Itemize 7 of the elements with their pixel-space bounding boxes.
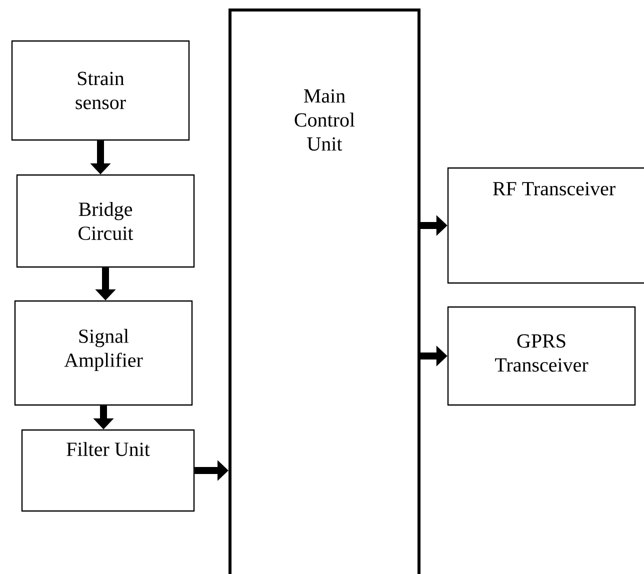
block-box: Filter Unit [21, 429, 195, 512]
block-box: Strain sensor [11, 40, 190, 141]
control-unit-box: Main Control Unit [228, 8, 420, 574]
block-box: RF Transceiver [447, 167, 644, 284]
block-box: Signal Amplifier [14, 300, 193, 406]
block-box: Bridge Circuit [16, 174, 195, 268]
block-box: GPRS Transceiver [447, 306, 636, 406]
